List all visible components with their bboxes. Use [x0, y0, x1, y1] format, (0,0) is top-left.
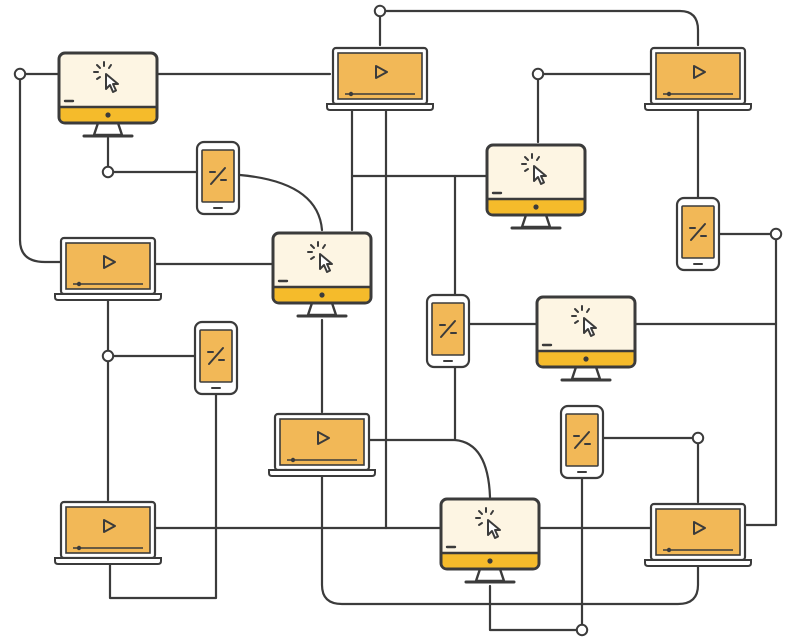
monitor-right-top [485, 143, 587, 230]
wire [18, 72, 64, 264]
cursor-click-icon [521, 153, 547, 185]
phone-upper-left [195, 140, 241, 216]
phone-lower-right [559, 404, 605, 480]
play-icon [103, 519, 116, 533]
percent-icon [207, 347, 225, 365]
cursor-click-icon [93, 61, 119, 93]
wire [108, 392, 218, 600]
connection-nodes [13, 4, 783, 637]
percent-icon [689, 223, 707, 241]
laptop-center [268, 412, 376, 477]
wire [238, 173, 324, 232]
connection-node [13, 67, 27, 81]
cursor-click-icon [571, 305, 597, 337]
play-icon [693, 521, 706, 535]
monitor-top-left [57, 51, 159, 138]
percent-icon [439, 320, 457, 338]
laptop-top-center [326, 46, 434, 111]
wire [743, 232, 778, 527]
connection-node [101, 165, 115, 179]
connection-node [101, 349, 115, 363]
phone-lower-left [193, 320, 239, 396]
devices-layer [54, 46, 752, 584]
phone-right [675, 196, 721, 272]
monitor-center [271, 231, 373, 318]
wire [602, 436, 700, 504]
percent-icon [573, 431, 591, 449]
play-icon [103, 255, 116, 269]
laptop-bottom-left [54, 500, 162, 565]
laptop-bottom-right [644, 502, 752, 567]
connection-lines [18, 9, 778, 632]
connection-node [769, 227, 783, 241]
connection-node [373, 4, 387, 18]
connection-node [531, 67, 545, 81]
wire [453, 366, 492, 499]
monitor-right-mid [535, 295, 637, 382]
cursor-click-icon [475, 507, 501, 539]
cursor-click-icon [307, 241, 333, 273]
connection-node [575, 623, 589, 637]
monitor-bottom [439, 497, 541, 584]
wire [378, 9, 700, 47]
play-icon [317, 431, 330, 445]
wire [106, 136, 200, 174]
phone-center [425, 293, 471, 369]
play-icon [693, 65, 706, 79]
laptop-top-right [644, 46, 752, 111]
percent-icon [209, 167, 227, 185]
connection-node [691, 431, 705, 445]
laptop-left [54, 236, 162, 301]
wire [320, 470, 700, 606]
play-icon [375, 65, 388, 79]
wire [488, 584, 584, 632]
